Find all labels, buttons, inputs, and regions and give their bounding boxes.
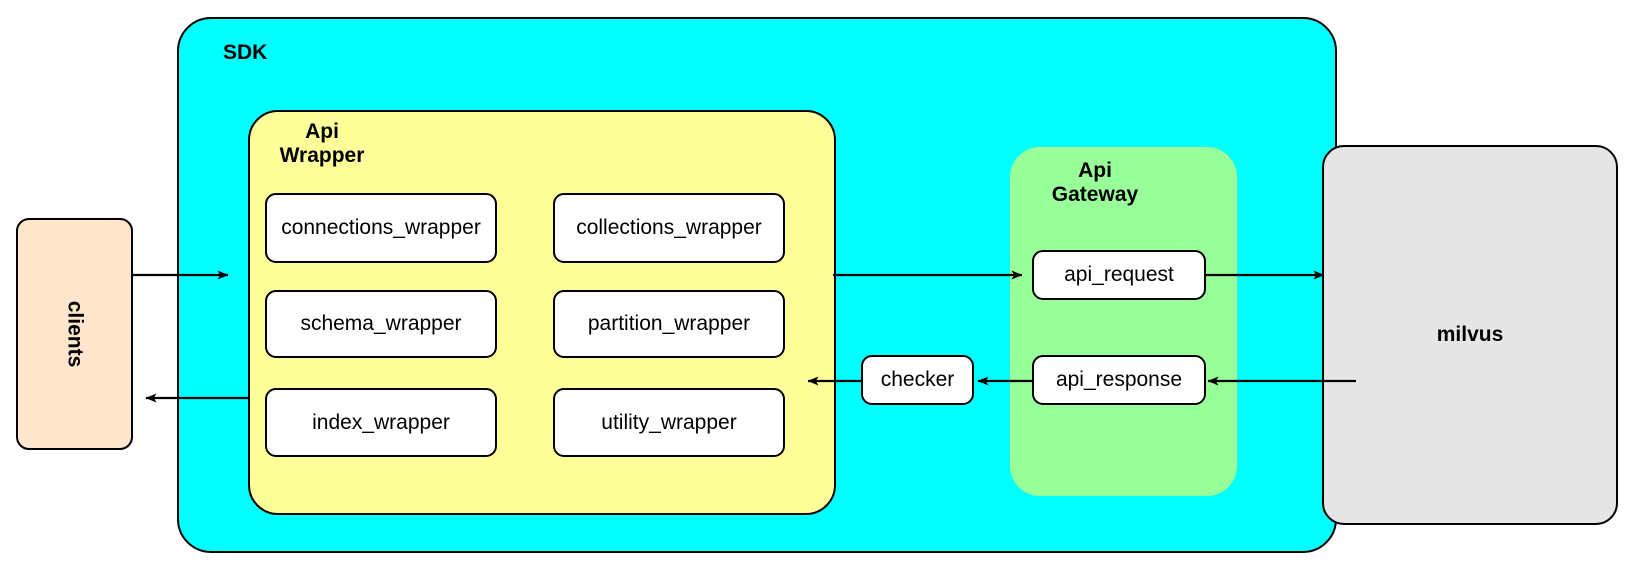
clients-label: clients — [63, 300, 87, 368]
index-wrapper-node[interactable]: index_wrapper — [265, 388, 497, 457]
api-response-node[interactable]: api_response — [1032, 355, 1206, 405]
index-wrapper-label: index_wrapper — [312, 410, 450, 434]
sdk-title: SDK — [223, 41, 268, 64]
collections-wrapper-label: collections_wrapper — [576, 216, 762, 239]
utility-wrapper-node[interactable]: utility_wrapper — [553, 388, 785, 457]
api-gateway-title: Api Gateway — [1051, 159, 1139, 206]
api-request-label: api_request — [1064, 263, 1174, 286]
checker-label: checker — [880, 368, 955, 391]
schema-wrapper-node[interactable]: schema_wrapper — [265, 290, 497, 358]
partition-wrapper-label: partition_wrapper — [587, 312, 751, 335]
milvus-label: milvus — [1436, 323, 1504, 346]
api-wrapper-title: Api Wrapper — [279, 120, 365, 167]
api-response-label: api_response — [1055, 368, 1183, 391]
clients-node[interactable]: clients — [16, 218, 133, 450]
utility-wrapper-label: utility_wrapper — [601, 410, 737, 434]
connections-wrapper-node[interactable]: connections_wrapper — [265, 193, 497, 263]
api-gateway-container[interactable]: Api Gateway — [1010, 147, 1237, 496]
milvus-node[interactable]: milvus — [1322, 145, 1618, 525]
checker-node[interactable]: checker — [861, 355, 974, 405]
collections-wrapper-node[interactable]: collections_wrapper — [553, 193, 785, 263]
schema-wrapper-label: schema_wrapper — [300, 312, 462, 335]
partition-wrapper-node[interactable]: partition_wrapper — [553, 290, 785, 358]
connections-wrapper-label: connections_wrapper — [281, 216, 481, 239]
api-request-node[interactable]: api_request — [1032, 250, 1206, 300]
